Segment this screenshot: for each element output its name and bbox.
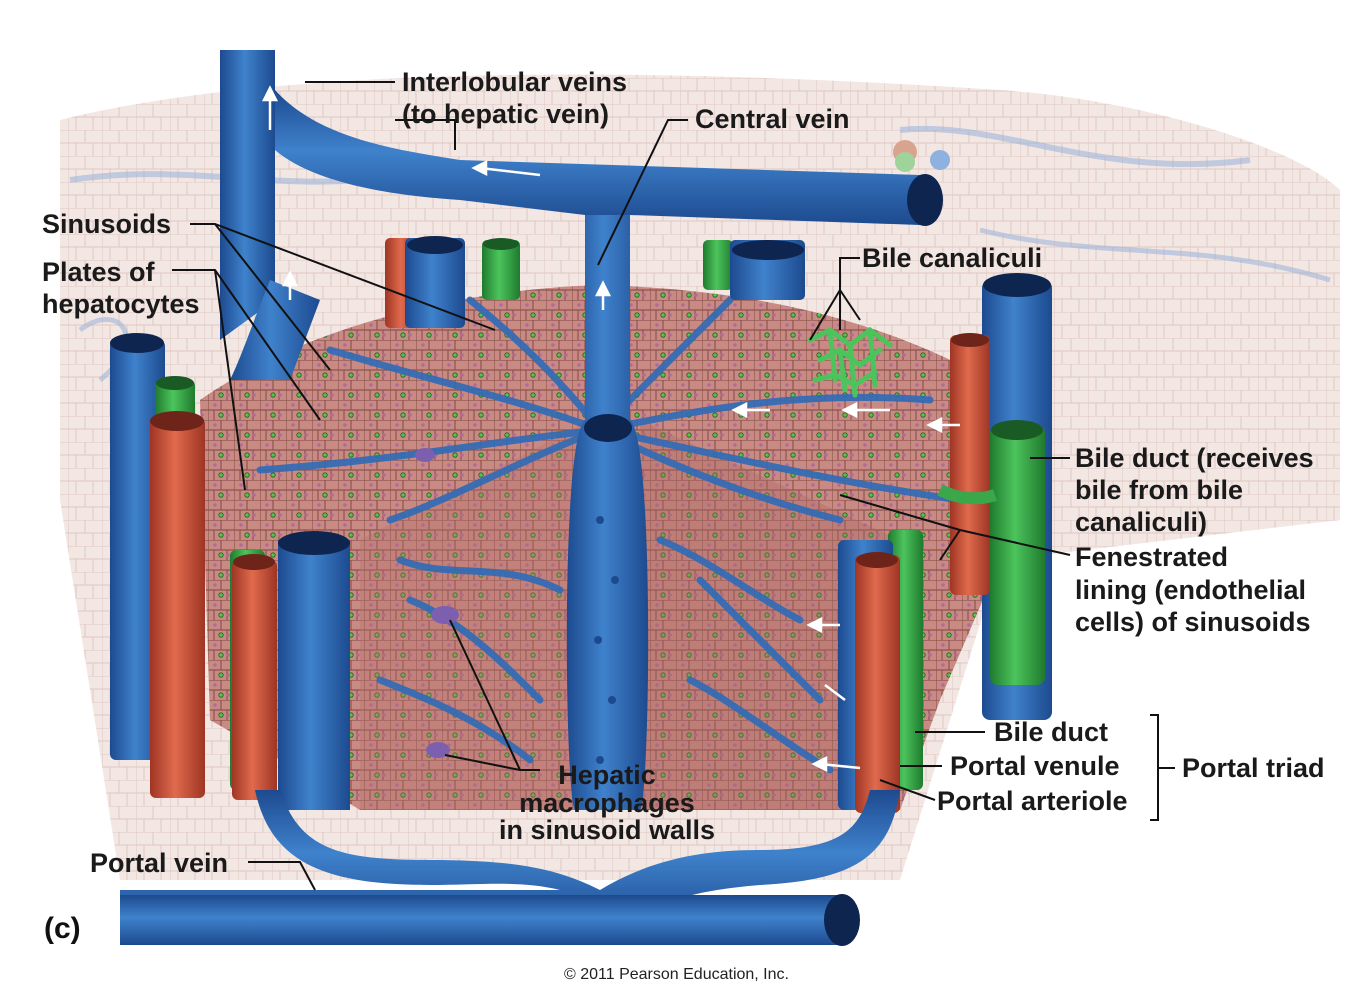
label-fenestrated-line1: Fenestrated	[1075, 542, 1229, 572]
label-fenestrated-line2: lining (endothelial	[1075, 575, 1306, 605]
label-central-vein: Central vein	[695, 104, 850, 134]
leader-lines	[172, 81, 1175, 891]
bile-canaliculi	[807, 326, 893, 398]
label-interlobular-veins-line1: Interlobular veins	[402, 67, 628, 97]
label-fenestrated-line3: cells) of sinusoids	[1075, 607, 1311, 637]
label-portal-triad: Portal triad	[1182, 753, 1325, 783]
label-hepatic-line1: Hepatic	[558, 760, 656, 790]
label-interlobular-veins-line2: (to hepatic vein)	[402, 99, 610, 129]
back-vessels	[385, 236, 805, 328]
label-plates-line1: Plates of	[42, 257, 155, 287]
lobule-block	[200, 285, 1000, 810]
label-bile-duct-receives-line1: Bile duct (receives	[1075, 443, 1314, 473]
copyright-notice: © 2011 Pearson Education, Inc.	[564, 966, 789, 983]
label-hepatic-line2: macrophages	[519, 788, 695, 818]
label-portal-venule: Portal venule	[950, 751, 1120, 781]
label-sinusoids: Sinusoids	[42, 209, 172, 239]
label-bile-duct: Bile duct	[994, 717, 1109, 747]
label-bile-duct-receives-line2: bile from bile	[1075, 475, 1244, 505]
portal-vein	[120, 790, 900, 946]
central-vein	[566, 170, 649, 810]
label-portal-arteriole: Portal arteriole	[937, 786, 1128, 816]
left-portal-vessels	[110, 333, 350, 810]
label-bile-duct-receives-line3: canaliculi)	[1075, 507, 1208, 537]
label-hepatic-line3: in sinusoid walls	[498, 815, 716, 845]
panel-letter: (c)	[44, 912, 81, 945]
label-portal-vein: Portal vein	[90, 848, 229, 878]
flow-arrows	[261, 85, 960, 773]
label-bile-canaliculi: Bile canaliculi	[862, 243, 1043, 273]
interlobular-veins	[220, 50, 943, 380]
label-plates-line2: hepatocytes	[42, 289, 200, 319]
